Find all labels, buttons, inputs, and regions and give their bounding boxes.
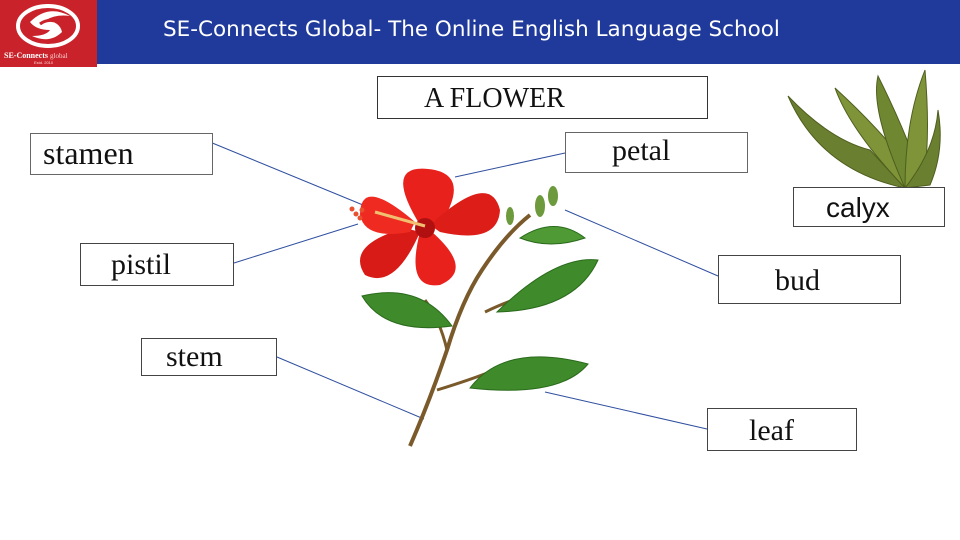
- calyx-image: [787, 69, 941, 190]
- main-stem: [408, 213, 532, 447]
- bud-leader-line: [564, 209, 719, 277]
- leaf-right: [495, 259, 599, 313]
- logo-est-text: Estd. 2010: [34, 60, 54, 65]
- leader-lines: [204, 139, 719, 430]
- bud-3: [506, 207, 514, 225]
- school-logo: SE-Connects global Estd. 2010: [0, 0, 97, 67]
- leaf-lower: [469, 356, 589, 391]
- stamen-column: [374, 210, 426, 228]
- logo-swirl-icon: [16, 4, 80, 48]
- leaf-small-top: [518, 226, 587, 245]
- petal-leader-line: [454, 152, 566, 178]
- header-bar: SE-Connects global Estd. 2010 SE-Connect…: [0, 0, 960, 67]
- label-stamen: stamen: [30, 133, 213, 175]
- hibiscus-flower: [349, 168, 500, 286]
- stamen-leader-line: [204, 139, 381, 213]
- label-petal: petal: [565, 132, 748, 173]
- label-calyx: calyx: [793, 187, 945, 227]
- bud-2: [548, 186, 558, 206]
- bud-1: [535, 195, 545, 217]
- hibiscus-plant: [349, 168, 599, 447]
- leaf-left: [361, 292, 453, 329]
- label-stem: stem: [141, 338, 277, 376]
- label-bud: bud: [718, 255, 901, 304]
- header-title: SE-Connects Global- The Online English L…: [163, 17, 780, 42]
- logo-brand-text: SE-Connects global: [4, 51, 68, 60]
- label-leaf: leaf: [707, 408, 857, 451]
- pistil-leader-line: [233, 223, 359, 264]
- diagram-title: A FLOWER: [377, 76, 708, 119]
- stem-leader-line: [276, 356, 425, 420]
- leaf-leader-line: [544, 391, 708, 430]
- label-pistil: pistil: [80, 243, 234, 286]
